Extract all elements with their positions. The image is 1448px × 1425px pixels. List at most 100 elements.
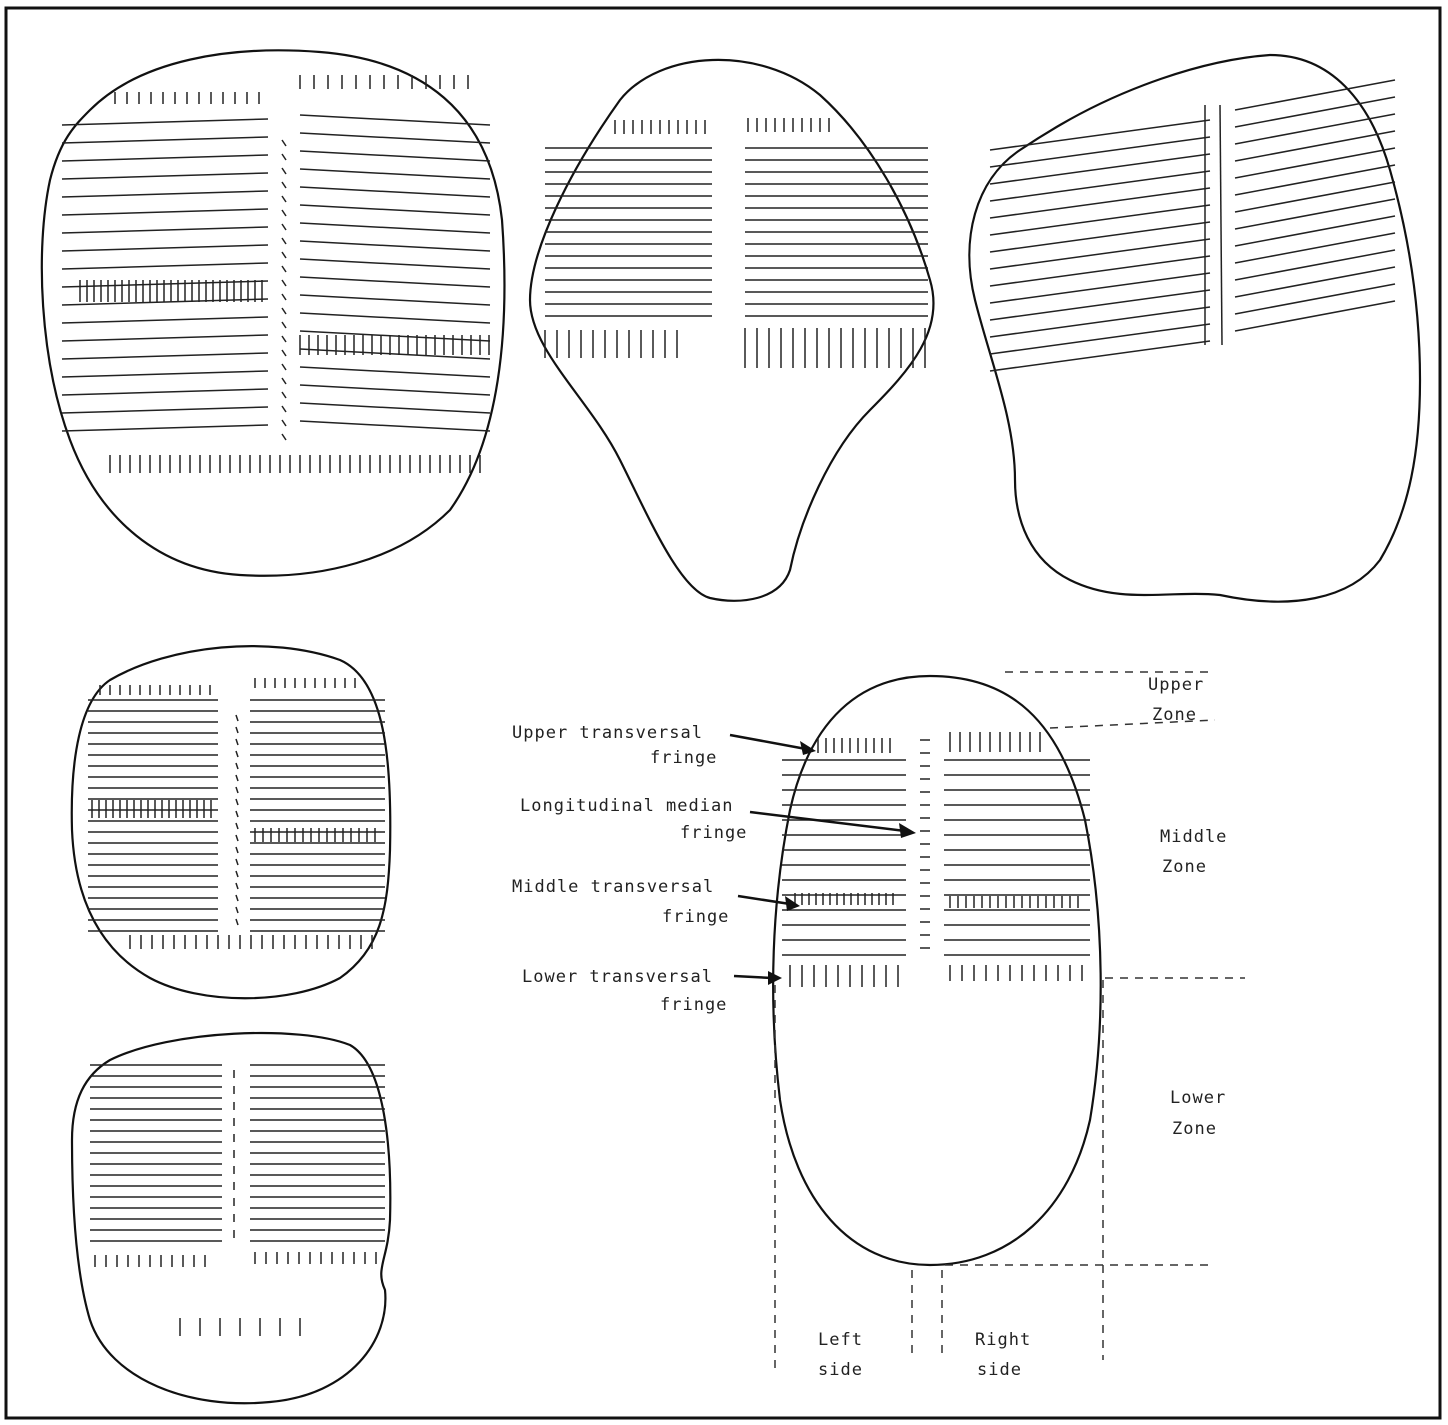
striation-line [990, 324, 1210, 354]
median-dash [282, 392, 286, 398]
striation-line [300, 403, 490, 413]
striation-line [62, 155, 268, 161]
median-line [1220, 105, 1222, 345]
striation-line [990, 137, 1210, 167]
striation-line [990, 290, 1210, 320]
striation-line [62, 353, 268, 359]
striation-line [1235, 233, 1395, 263]
specimen-top-left-striations [62, 75, 490, 473]
median-dash [236, 787, 238, 793]
median-dash [282, 182, 286, 188]
striation-line [990, 154, 1210, 184]
striation-line [1235, 148, 1395, 178]
arrow-lower-transversal-head [768, 971, 782, 985]
median-dash [282, 336, 286, 342]
striation-line [1235, 114, 1395, 144]
striation-line [1235, 216, 1395, 246]
striation-line [990, 171, 1210, 201]
label-lower-transversal-line2: fringe [660, 995, 727, 1015]
striation-line [62, 371, 268, 377]
striation-line [1235, 165, 1395, 195]
median-dash [282, 378, 286, 384]
arrow-longitudinal-median-head [899, 823, 916, 838]
median-dash [282, 238, 286, 244]
striation-line [300, 205, 490, 215]
striation-line [1235, 267, 1395, 297]
specimen-top-middle [530, 60, 934, 601]
label-upper-zone-line2: Zone [1152, 705, 1197, 725]
median-dash [236, 883, 238, 889]
median-dash [236, 859, 238, 865]
median-dash [282, 364, 286, 370]
label-upper-transversal-line2: fringe [650, 748, 717, 768]
median-dash [236, 775, 238, 781]
striation-line [300, 133, 490, 143]
striation-line [62, 263, 268, 269]
striation-line [300, 277, 490, 287]
striation-line [62, 425, 268, 431]
median-dash [282, 266, 286, 272]
label-left-side-line1: Left [818, 1330, 863, 1350]
striation-line [1235, 250, 1395, 280]
striation-line [300, 169, 490, 179]
arrow-lower-transversal [734, 976, 772, 978]
schematic-striations [782, 732, 1090, 987]
median-dash [236, 751, 238, 757]
specimen-middle-left-striations [88, 678, 385, 949]
specimen-top-middle-striations [545, 118, 928, 368]
page-frame [6, 8, 1440, 1418]
median-dash [236, 739, 238, 745]
label-middle-transversal-line1: Middle transversal [512, 877, 714, 897]
striation-line [62, 407, 268, 413]
striation-line [300, 313, 490, 323]
striation-line [990, 188, 1210, 218]
striation-line [300, 187, 490, 197]
striation-line [62, 173, 268, 179]
median-dash [282, 168, 286, 174]
median-dash [282, 140, 286, 146]
label-right-side-line2: side [977, 1360, 1022, 1380]
label-middle-zone-line1: Middle [1160, 827, 1227, 847]
striation-line [1235, 131, 1395, 161]
striation-line [62, 389, 268, 395]
striation-line [62, 191, 268, 197]
median-dash [282, 420, 286, 426]
median-dash [236, 811, 238, 817]
striation-line [1235, 182, 1395, 212]
striation-line [990, 341, 1210, 371]
striation-line [62, 209, 268, 215]
striation-line [62, 137, 268, 143]
striation-line [62, 281, 268, 287]
arrow-middle-transversal-head [785, 896, 800, 911]
striation-line [1235, 284, 1395, 314]
schematic-specimen: Upper transversal fringe Longitudinal me… [512, 672, 1245, 1380]
median-dash [282, 154, 286, 160]
striation-line [300, 421, 490, 431]
striation-line [62, 227, 268, 233]
label-lower-zone-line1: Lower [1170, 1088, 1226, 1108]
striation-line [62, 317, 268, 323]
median-dash [282, 210, 286, 216]
label-middle-transversal-line2: fringe [662, 907, 729, 927]
striation-line [1235, 199, 1395, 229]
median-dash [282, 280, 286, 286]
median-dash [236, 823, 238, 829]
striation-line [990, 222, 1210, 252]
specimen-top-right-striations [990, 80, 1395, 371]
specimen-bottom-left-striations [90, 1065, 385, 1336]
specimen-top-left [42, 50, 505, 575]
median-dash [282, 406, 286, 412]
striation-line [300, 259, 490, 269]
label-longitudinal-median-line1: Longitudinal median [520, 796, 733, 816]
label-upper-zone-line1: Upper [1148, 675, 1204, 695]
label-right-side-line1: Right [975, 1330, 1031, 1350]
striation-line [990, 239, 1210, 269]
median-dash [282, 224, 286, 230]
median-dash [282, 434, 286, 440]
striation-line [990, 256, 1210, 286]
striation-line [300, 295, 490, 305]
striation-line [62, 335, 268, 341]
striation-line [300, 151, 490, 161]
median-dash [236, 919, 238, 925]
